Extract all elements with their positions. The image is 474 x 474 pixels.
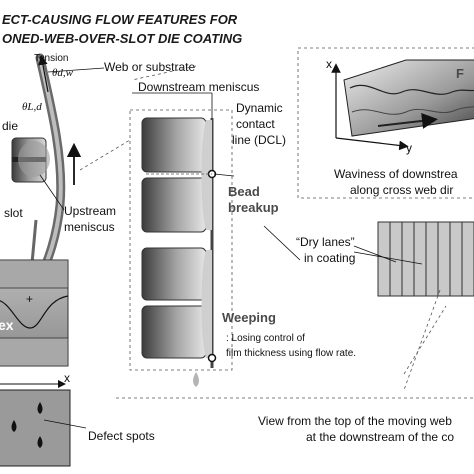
zoom-inset-left	[0, 259, 69, 367]
coating-bead	[18, 141, 50, 177]
defect-spots-label: Defect spots	[88, 429, 155, 443]
dcl-label-1: Dynamic	[236, 101, 283, 115]
weeping-label: Weeping	[222, 310, 276, 325]
theta-Ld-label: θL,d	[22, 101, 42, 113]
web-or-substrate-label: Web or substrate	[104, 60, 195, 74]
bead-fluid-1	[201, 120, 212, 230]
title-line-2: ONED-WEB-OVER-SLOT DIE COATING	[2, 31, 242, 46]
column-frame	[129, 109, 233, 371]
dry-lanes-leader-2	[353, 251, 423, 265]
bead-label: Bead	[228, 184, 260, 199]
zoom-ex-label: ex	[0, 317, 14, 333]
zoom-bottom-band	[0, 337, 69, 367]
dry-lanes-leader-1	[353, 245, 397, 263]
web-leader	[47, 67, 105, 73]
waviness-y-label: y	[406, 141, 412, 155]
waviness-x-label: x	[326, 57, 332, 71]
view-guide-line-2	[403, 289, 441, 391]
defect-spot-3	[37, 436, 43, 448]
zoom-guide-bottom	[79, 139, 131, 171]
bead-block-4	[141, 305, 207, 359]
defect-spot-2	[11, 420, 17, 432]
dry-lanes-label-1: “Dry lanes”	[296, 235, 355, 249]
slot-label: slot	[4, 206, 23, 220]
waviness-wave-2	[351, 106, 474, 115]
bead-fluid-2	[201, 250, 212, 358]
dcl-leader	[213, 173, 235, 177]
zoom-top-band	[0, 259, 69, 289]
waviness-caption-2: along cross web dir	[350, 183, 453, 197]
dcl-label-3: line (DCL)	[232, 133, 286, 147]
view-caption-2: at the downstream of the co	[306, 430, 454, 444]
meniscus-label: meniscus	[64, 220, 115, 234]
defect-x-label: x	[64, 371, 70, 385]
tension-label: Tension	[34, 53, 68, 64]
weeping-desc-2: film thickness using flow rate.	[226, 348, 356, 359]
upstream-label: Upstream	[64, 204, 116, 218]
upstream-meniscus-leader	[39, 174, 65, 211]
zoom-plus: +	[26, 292, 33, 306]
downstream-meniscus-label: Downstream meniscus	[138, 80, 259, 94]
title-line-1: ECT-CAUSING FLOW FEATURES FOR	[2, 12, 238, 27]
dry-lanes-view	[116, 221, 474, 399]
breakup-label: breakup	[228, 200, 279, 215]
bead-block-2	[141, 177, 207, 233]
bead-block-3	[141, 247, 207, 301]
bead-block-1	[141, 117, 207, 173]
bead-diagram-column	[79, 65, 235, 387]
waviness-frame	[297, 47, 474, 199]
defect-box	[0, 389, 71, 467]
weeping-drop	[193, 372, 199, 387]
zoom-meniscus-curve	[0, 295, 69, 329]
theta-dw-label: θd,w	[52, 67, 74, 79]
dry-lanes-label-2: in coating	[304, 251, 355, 265]
waviness-flow-arrow	[377, 112, 438, 129]
waviness-caption-1: Waviness of downstrea	[334, 167, 458, 181]
waviness-y-axis	[335, 137, 409, 151]
die-and-web-sketch	[11, 53, 105, 300]
weeping-point	[207, 353, 217, 363]
weeping-desc-1: : Losing control of	[226, 333, 305, 344]
waviness-f-label: F	[456, 66, 464, 81]
die-label: die	[2, 119, 18, 133]
defect-spot-1	[37, 402, 43, 414]
tension-arrow	[38, 55, 49, 93]
waviness-slab	[343, 59, 474, 137]
defect-leader	[43, 419, 87, 429]
defect-view-box	[0, 380, 87, 467]
dcl-label-2: contact	[236, 117, 275, 131]
bead-breakup-leader	[263, 225, 301, 261]
view-caption-1: View from the top of the moving web	[258, 414, 452, 428]
zoom-guide-top	[131, 65, 197, 81]
view-guide-line	[403, 305, 447, 375]
waviness-wave-1	[349, 84, 474, 95]
waviness-3d-view	[297, 47, 474, 199]
